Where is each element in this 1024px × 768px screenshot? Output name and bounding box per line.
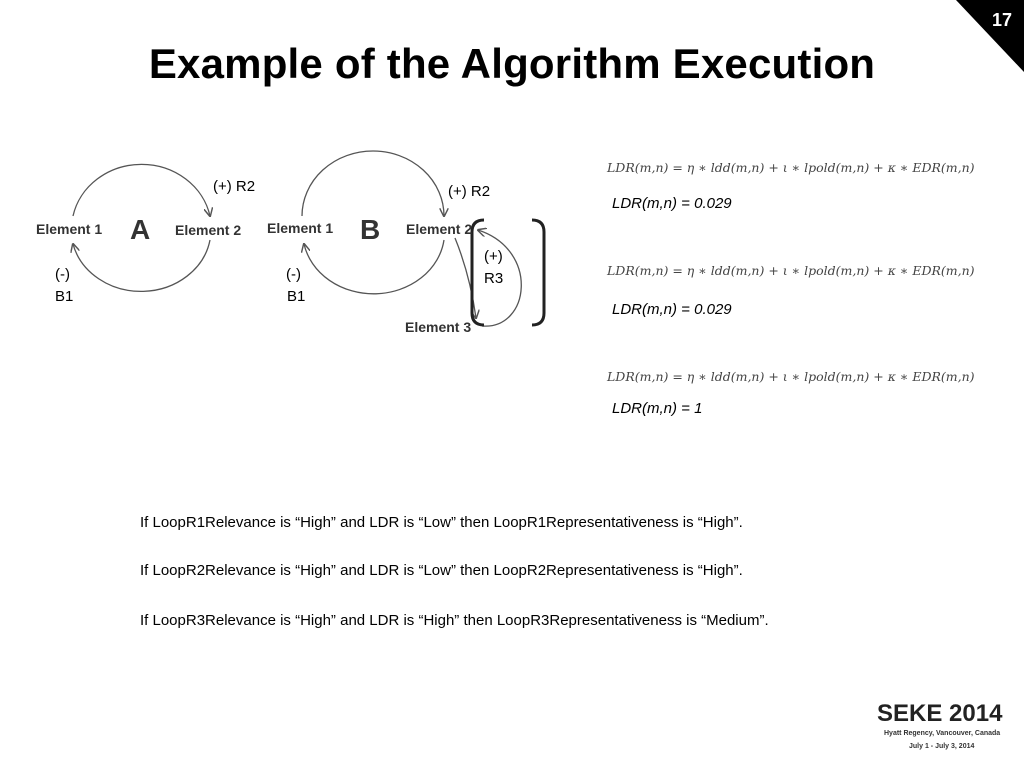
ldr-result-3: LDR(m,n) = 1 (612, 400, 703, 417)
loop-b-b1-arc (304, 239, 445, 295)
ldr-formula-1: LDR(m,n) = η ∗ ldd(m,n) + ι ∗ lpold(m,n)… (607, 160, 975, 175)
diagram-b-r3-sign: (+) (484, 248, 503, 265)
loop-a-b1-arc (73, 239, 211, 293)
diagram-b-b1-sign: (-) (286, 266, 301, 283)
conference-dates: July 1 - July 3, 2014 (909, 743, 975, 750)
loop-a-r2-arc (72, 163, 210, 216)
diagram-b-letter: B (360, 214, 381, 245)
ldr-result-2: LDR(m,n) = 0.029 (612, 301, 732, 318)
conference-logo-title: SEKE 2014 (877, 700, 1003, 727)
conference-venue: Hyatt Regency, Vancouver, Canada (884, 730, 1001, 737)
rule-r1: If LoopR1Relevance is “High” and LDR is … (140, 514, 743, 531)
slide-corner-triangle (956, 0, 1024, 72)
slide-title: Example of the Algorithm Execution (148, 40, 876, 87)
diagram-a-b1-sign: (-) (55, 266, 70, 283)
ldr-formula-3: LDR(m,n) = η ∗ ldd(m,n) + ι ∗ lpold(m,n)… (607, 369, 975, 384)
slide-number: 17 (991, 10, 1012, 30)
diagram-b-b1-name: B1 (287, 288, 306, 305)
diagram-a-element-2: Element 2 (175, 222, 242, 238)
diagram-b-element-1: Element 1 (267, 220, 334, 236)
left-bracket (470, 218, 485, 327)
loop-diagrams (0, 150, 546, 327)
diagram-b-element-3: Element 3 (405, 319, 472, 335)
rule-r3: If LoopR3Relevance is “High” and LDR is … (140, 612, 769, 629)
diagram-a-element-1: Element 1 (36, 221, 103, 237)
ldr-result-1: LDR(m,n) = 0.029 (612, 195, 732, 212)
loop-b-r3-arc-down (454, 237, 476, 318)
diagram-b-element-2: Element 2 (406, 221, 473, 237)
diagram-a-letter: A (130, 214, 151, 245)
diagram-a-r2-label: (+) R2 (213, 178, 256, 195)
diagram-b-r3-name: R3 (484, 270, 504, 287)
rule-r2: If LoopR2Relevance is “High” and LDR is … (140, 562, 743, 579)
ldr-formula-2: LDR(m,n) = η ∗ ldd(m,n) + ι ∗ lpold(m,n)… (607, 263, 975, 278)
loop-b-r2-arc (301, 150, 444, 216)
diagram-a-b1-name: B1 (55, 288, 74, 305)
right-bracket (531, 218, 546, 327)
diagram-b-r2-label: (+) R2 (448, 183, 491, 200)
loop-b-r3-arc-up (478, 230, 522, 327)
